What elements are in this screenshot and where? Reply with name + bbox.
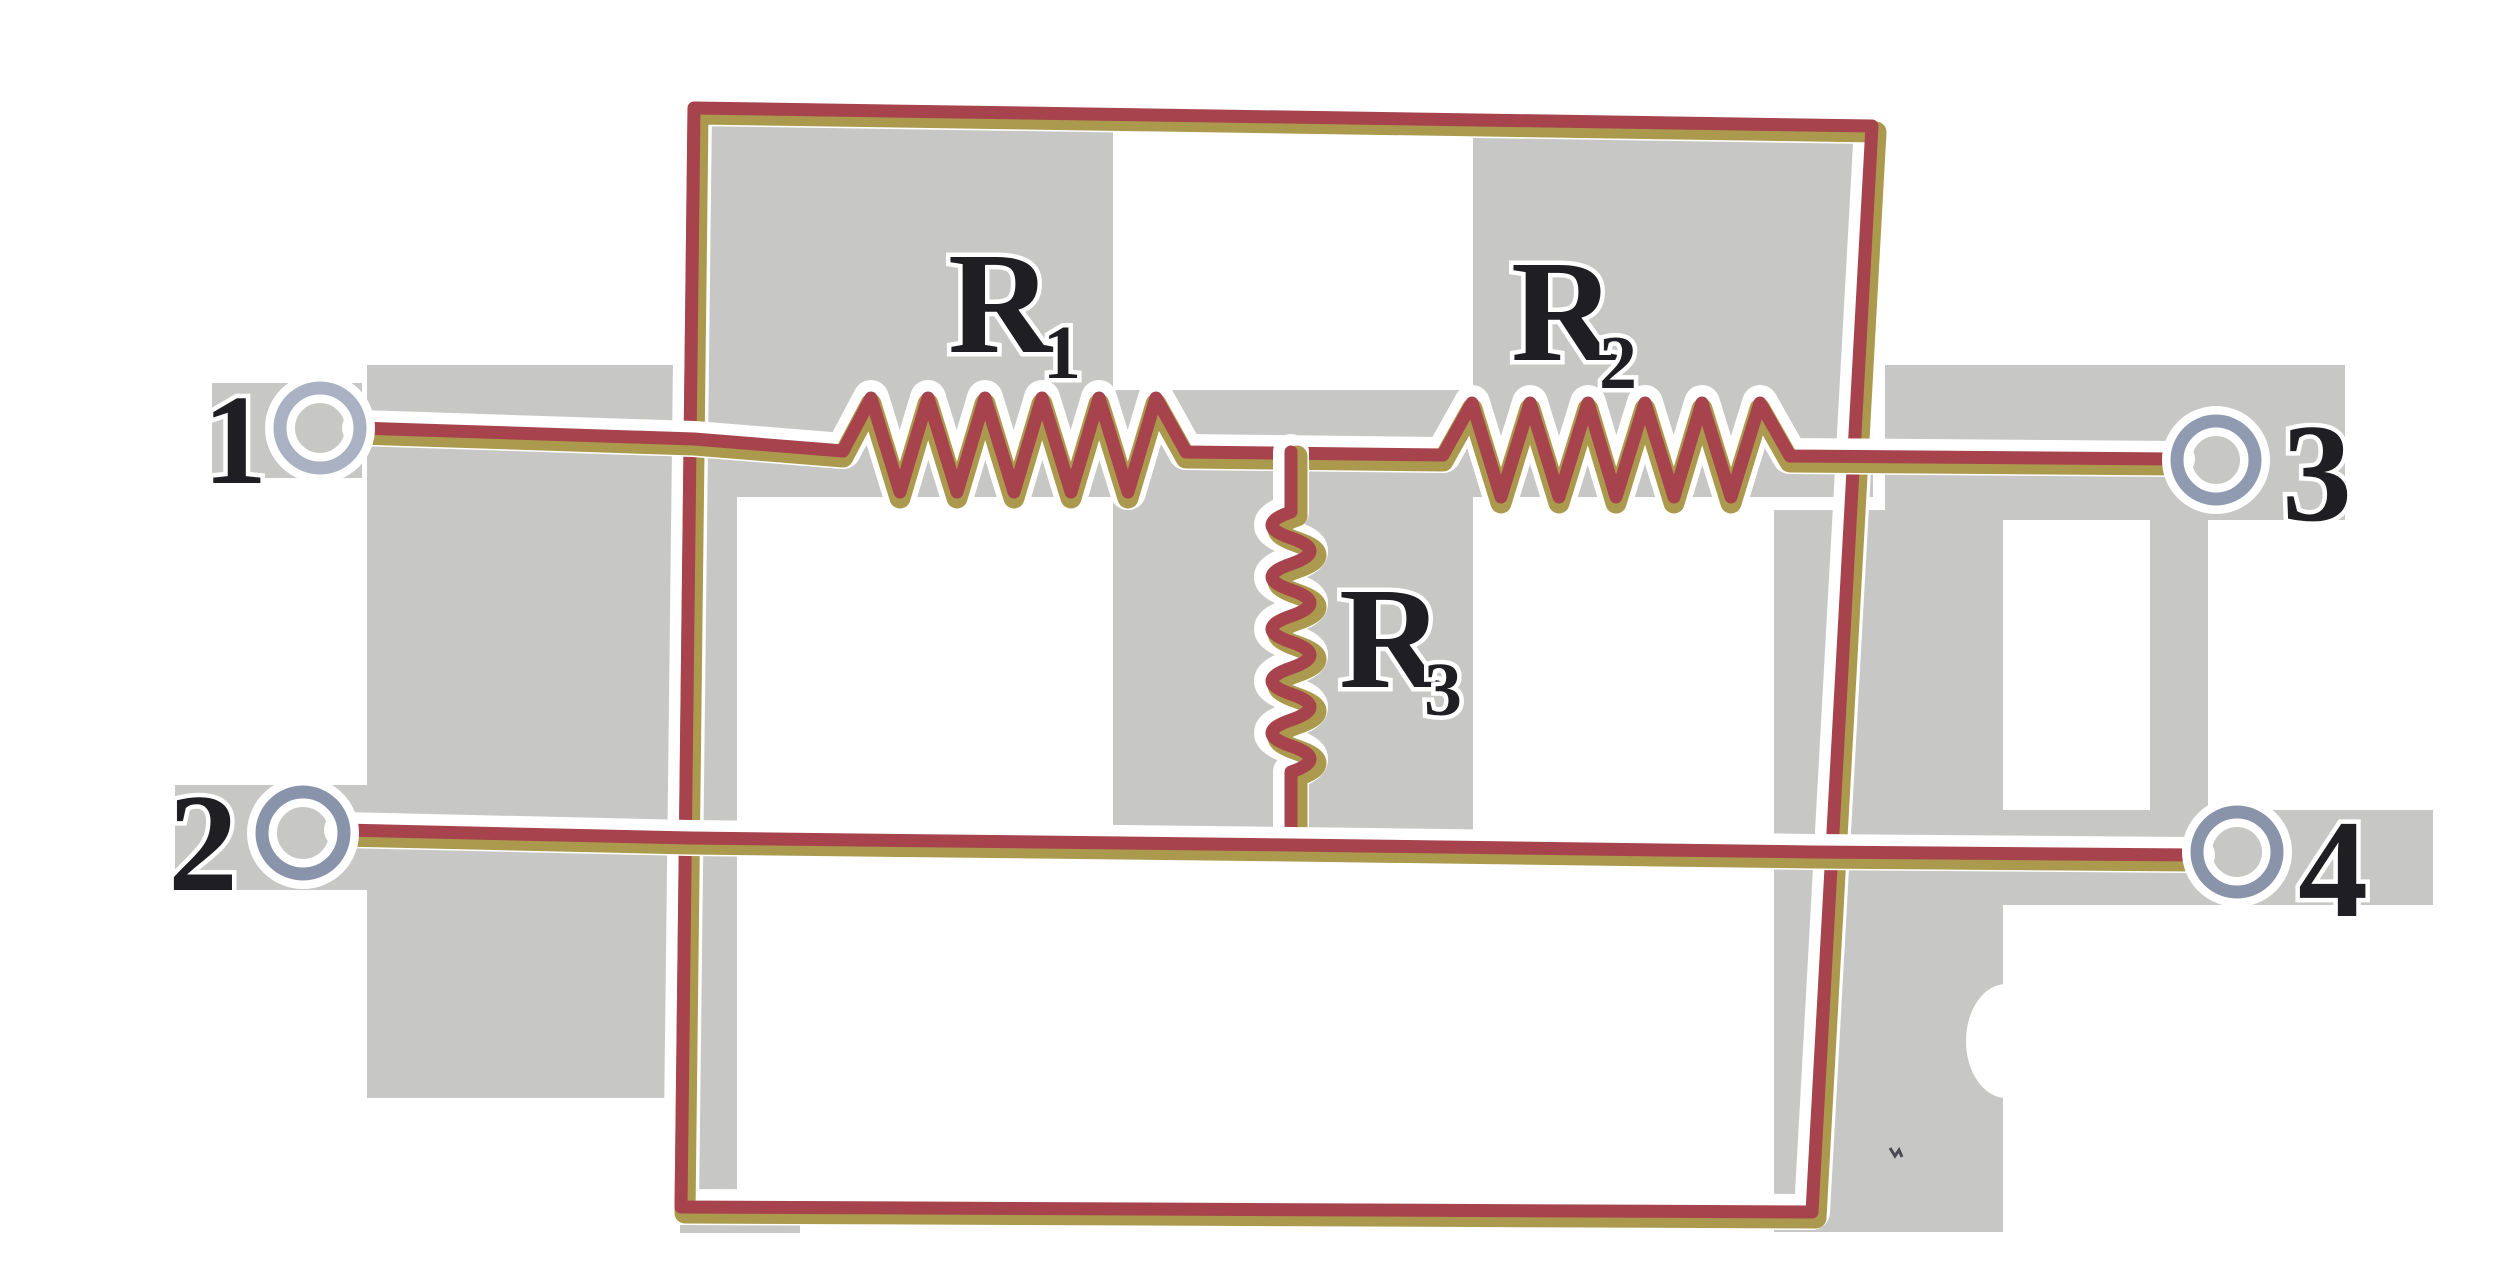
background-white-notch bbox=[1966, 984, 2046, 1098]
resistor-R3-coil bbox=[1265, 445, 1317, 850]
resistor-R3-label: R bbox=[1339, 559, 1445, 719]
resistor-R2-subscript: 2 bbox=[1599, 321, 1637, 405]
background-tile bbox=[680, 1223, 800, 1233]
wire-1-3-resistors-R1-R2 bbox=[353, 391, 2184, 504]
resistor-R2-label: R bbox=[1511, 232, 1617, 392]
terminal-1-label: 1 bbox=[203, 369, 267, 511]
terminal-1-ring bbox=[273, 381, 367, 475]
terminal-2-label: 2 bbox=[168, 766, 238, 921]
terminal-3-ring bbox=[2170, 414, 2262, 506]
resistor-R3-subscript: 3 bbox=[1424, 648, 1462, 732]
terminal-2-ring bbox=[255, 785, 351, 881]
wire-2-4 bbox=[335, 823, 2204, 862]
terminal-3-label: 3 bbox=[2282, 396, 2352, 551]
terminal-4-ring bbox=[2190, 805, 2284, 899]
scan-speck bbox=[1888, 1146, 1904, 1159]
background-tile bbox=[367, 365, 690, 1098]
background-tile bbox=[2150, 518, 2208, 810]
resistor-R1-label: R bbox=[948, 224, 1054, 384]
resistor-R1-subscript: 1 bbox=[1043, 311, 1081, 395]
terminal-4-label: 4 bbox=[2298, 792, 2368, 947]
